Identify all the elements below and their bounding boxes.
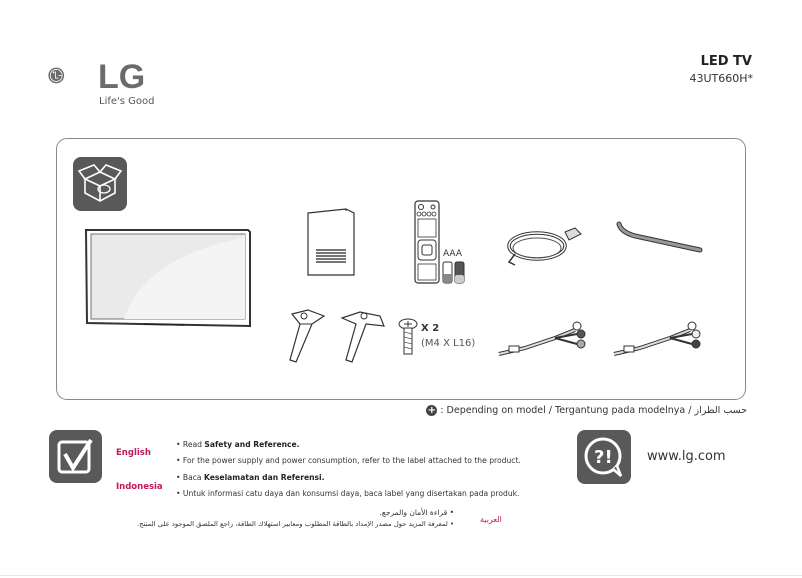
stand-right-illustration <box>340 311 385 363</box>
page-bottom-edge <box>0 575 802 576</box>
cable-holder-illustration <box>616 221 703 253</box>
website-link[interactable]: www.lg.com <box>647 449 726 464</box>
note-text: : Depending on model / Tergantung pada m… <box>440 405 747 416</box>
owners-manual-illustration <box>307 208 355 276</box>
arabic-line-1: • قراءة الأمان والمرجع. <box>379 508 455 517</box>
optional-items-note: + : Depending on model / Tergantung pada… <box>426 405 747 416</box>
checklist-icon <box>49 430 102 483</box>
component-gender-cable-illustration <box>498 321 586 356</box>
safety-reference-emphasis: Safety and Reference. <box>204 440 300 449</box>
english-line-1: • Read Safety and Reference. <box>176 440 300 449</box>
screw-spec: (M4 X L16) <box>421 338 476 349</box>
components-panel <box>56 138 746 400</box>
model-number: 43UT660H* <box>689 72 753 85</box>
optional-plus-icon: + <box>426 405 438 416</box>
lang-english: English <box>116 448 151 458</box>
brand-name: LG <box>98 58 146 96</box>
av-gender-cable-illustration <box>613 321 701 356</box>
package-open-icon <box>73 157 127 211</box>
product-type: LED TV <box>700 54 752 69</box>
power-cord-illustration <box>507 227 582 266</box>
english-line-2: • For the power supply and power consump… <box>176 456 521 465</box>
indonesia-line-2: • Untuk informasi catu daya dan konsumsi… <box>176 489 520 498</box>
help-question-icon: ?! <box>577 430 631 484</box>
battery-type-label: AAA <box>443 249 462 259</box>
slogan: Life's Good <box>99 96 155 107</box>
remote-control-illustration <box>414 200 440 284</box>
arabic-line-2: • لمعرفة المزيد حول مصدر الإمداد بالطاقة… <box>137 520 454 528</box>
stand-left-illustration <box>289 309 326 363</box>
screw-illustration <box>398 318 418 355</box>
lang-arabic: العربية <box>480 515 502 524</box>
keselamatan-emphasis: Keselamatan dan Referensi. <box>204 473 325 482</box>
svg-text:?!: ?! <box>594 447 613 468</box>
lang-indonesia: Indonesia <box>116 482 163 492</box>
indonesia-line-1: • Baca Keselamatan dan Referensi. <box>176 473 325 482</box>
batteries-illustration <box>442 261 465 284</box>
screw-quantity: X 2 <box>421 323 440 334</box>
tv-illustration <box>84 229 251 328</box>
lg-logo-icon <box>48 67 65 84</box>
